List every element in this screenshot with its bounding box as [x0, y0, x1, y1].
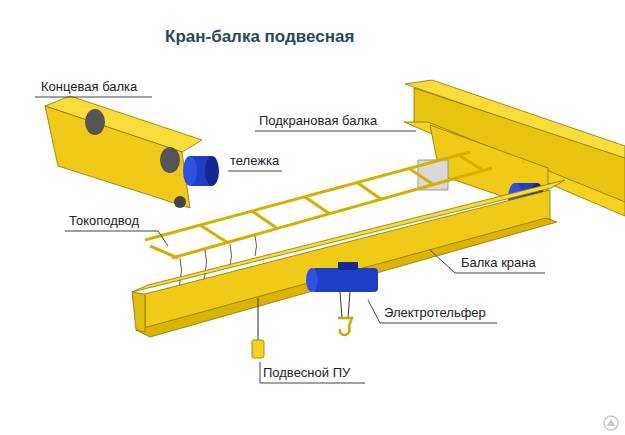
- part-label: Концевая балка: [40, 79, 138, 95]
- part-label: Электротельфер: [383, 305, 487, 321]
- diagram-title: Кран-балка подвесная: [165, 27, 354, 47]
- leader-lines: [35, 97, 545, 383]
- end-beam-left: [45, 96, 219, 208]
- crane-girder: [132, 180, 565, 337]
- electric-hoist: [306, 262, 378, 335]
- part-label: тележка: [229, 153, 280, 169]
- watermark-icon: [604, 416, 618, 430]
- part-label: Подвесной ПУ: [262, 365, 351, 381]
- pendant-control: [252, 298, 264, 358]
- part-label: Токоподвод: [68, 213, 140, 229]
- part-label: Подкрановая балка: [258, 113, 378, 129]
- part-label: Балка крана: [460, 255, 537, 271]
